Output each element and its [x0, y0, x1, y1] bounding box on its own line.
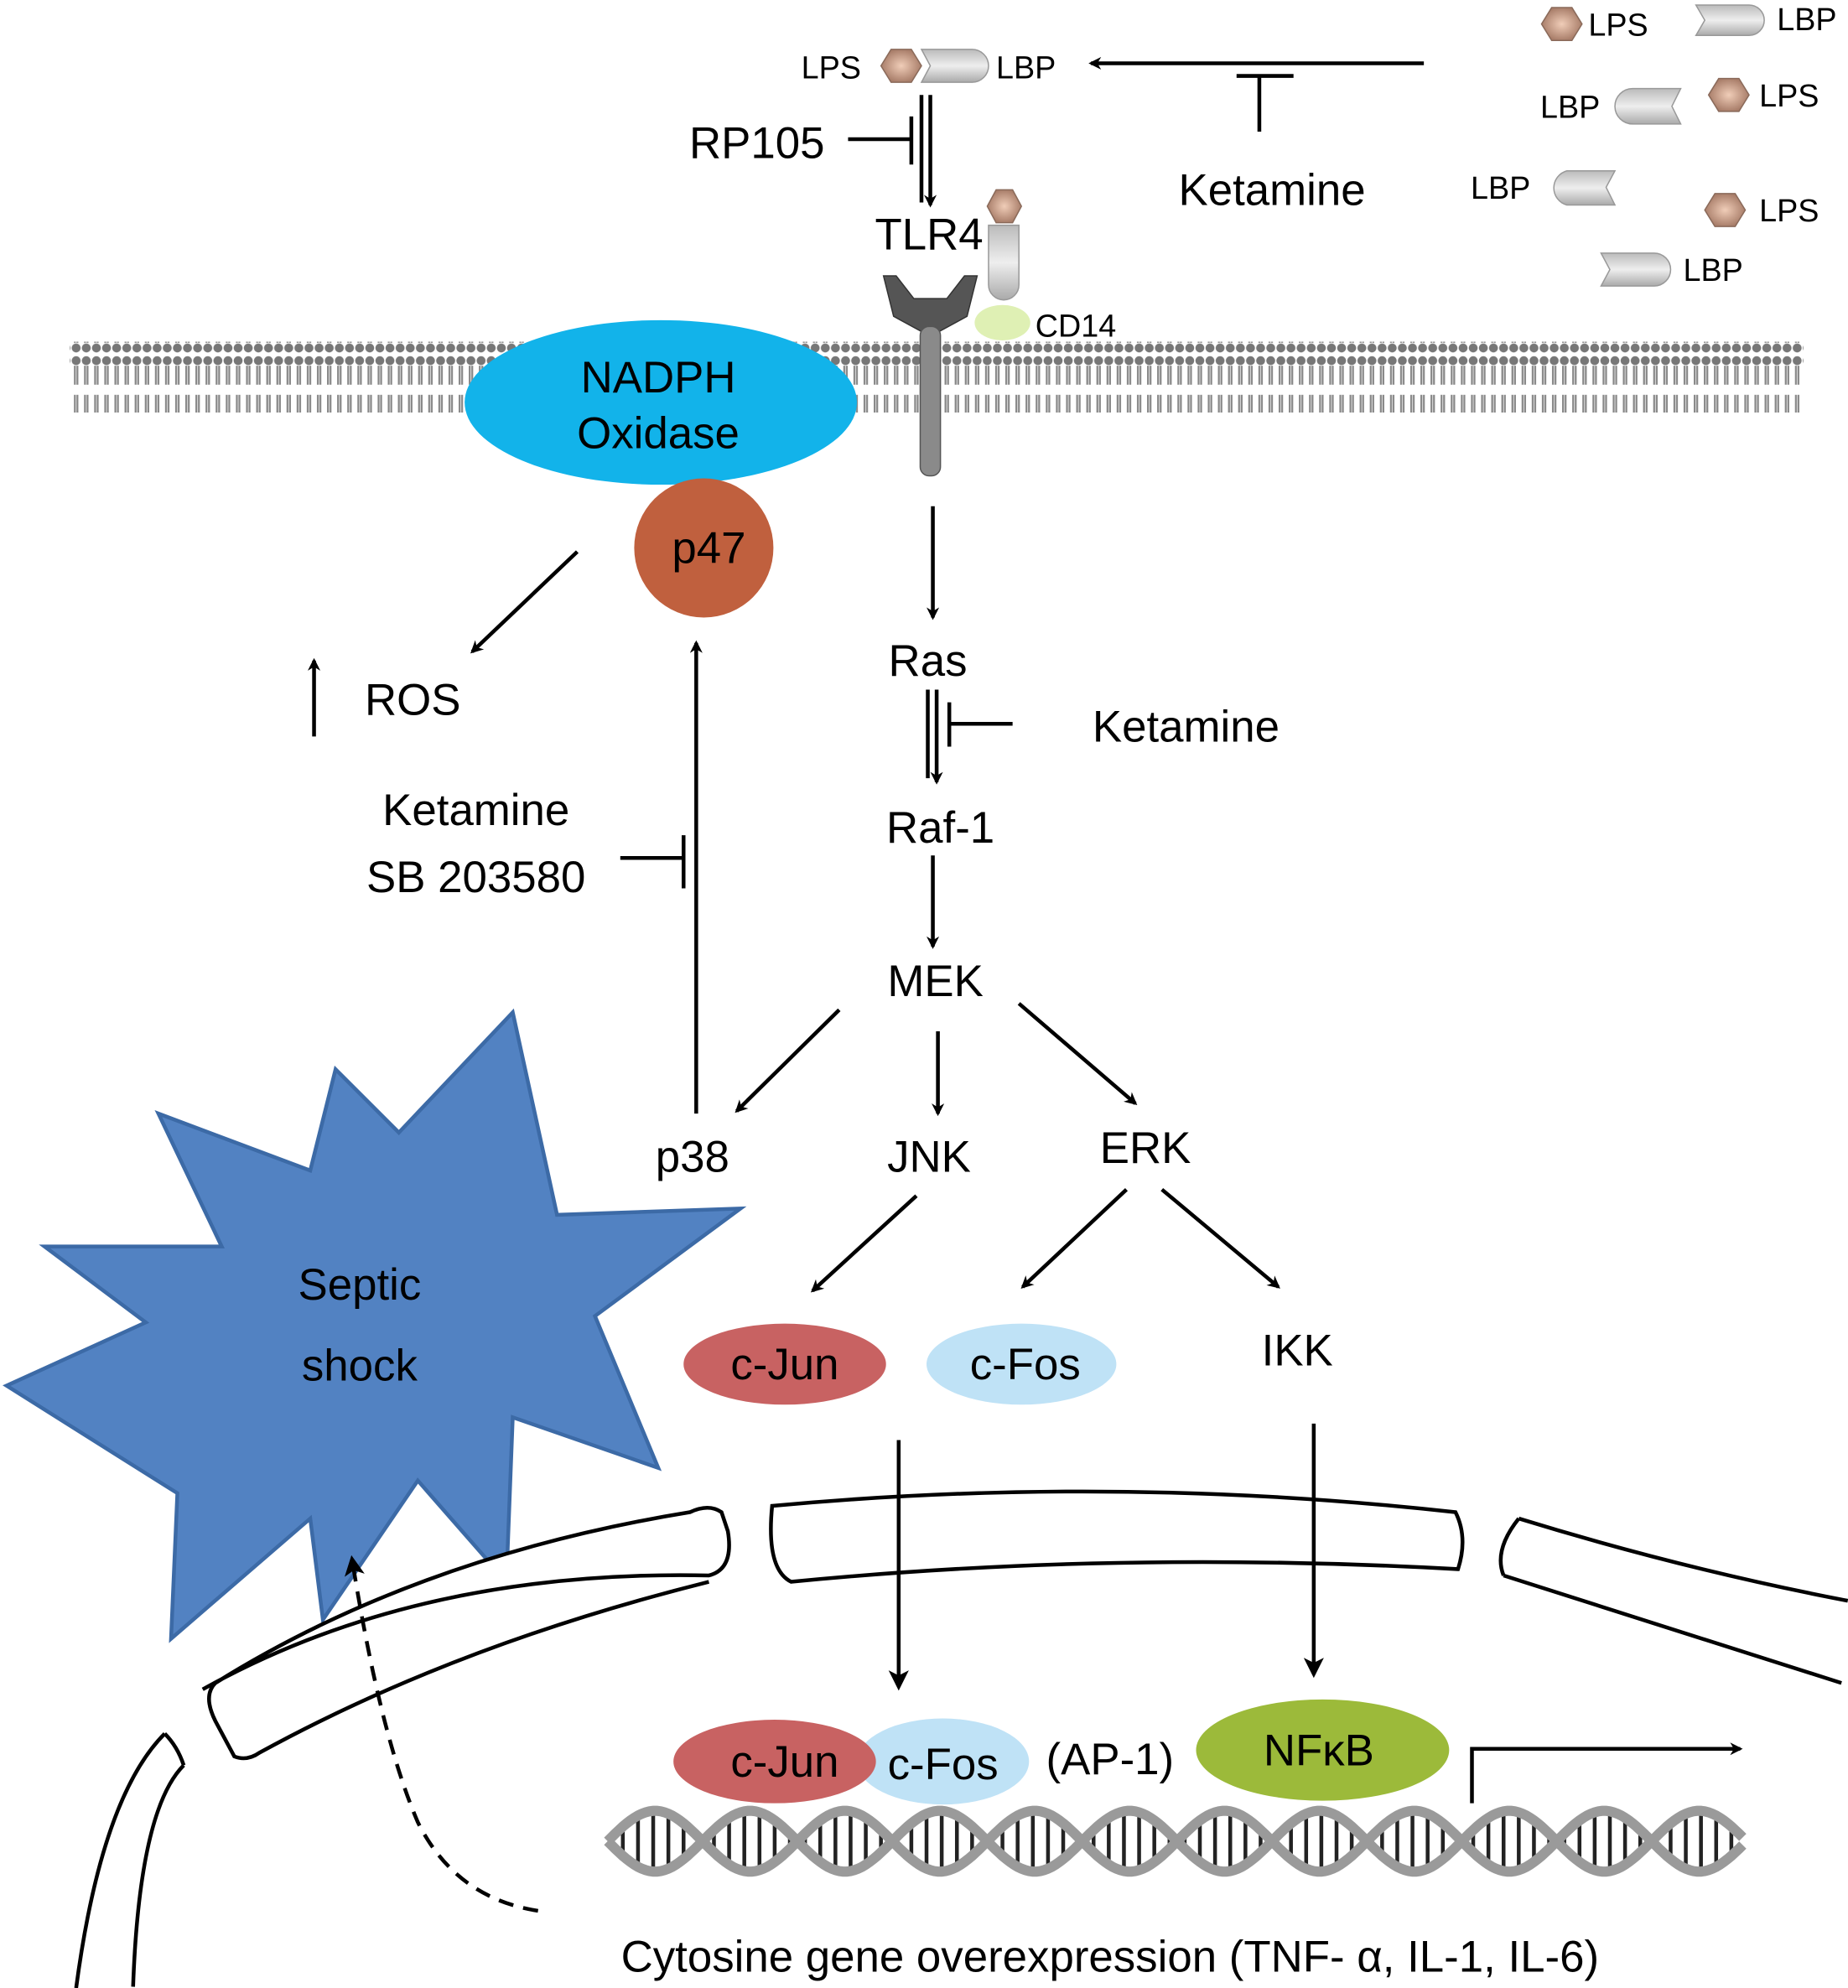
cd14-label: CD14	[1036, 308, 1116, 343]
cjun-label: c-Jun	[730, 1340, 838, 1389]
cjun-node	[683, 1323, 886, 1405]
jnk-label: JNK	[887, 1133, 971, 1182]
ketamine-label-ras: Ketamine	[1093, 702, 1280, 751]
erk-to-ikk-arrow	[1160, 1187, 1280, 1289]
lps-icon	[1540, 7, 1583, 42]
mek-to-erk-arrow	[1017, 1002, 1138, 1106]
cjun-nuclear-label: c-Jun	[730, 1737, 838, 1787]
nadph-label: NADPH	[581, 353, 736, 402]
lps-icon	[1707, 77, 1750, 112]
lbp-label: LBP	[1471, 170, 1530, 205]
cfos-nuclear-label: c-Fos	[888, 1740, 999, 1789]
lps-icon	[1704, 193, 1747, 227]
lps-label: LPS	[1588, 7, 1648, 42]
lbp-label: LBP	[1540, 89, 1600, 124]
lbp-icon	[920, 49, 989, 83]
p38-label: p38	[656, 1133, 729, 1182]
ikk-label: IKK	[1262, 1326, 1333, 1375]
p47-label: p47	[672, 524, 745, 574]
lbp-label: LBP	[996, 50, 1056, 86]
erk-to-cfos-arrow	[1020, 1188, 1129, 1289]
p47-node	[634, 478, 774, 618]
septic-label: Septic	[298, 1260, 421, 1310]
ap1-label: (AP-1)	[1046, 1735, 1175, 1784]
cd14-molecule	[974, 304, 1030, 340]
lbp-icon	[988, 224, 1020, 301]
dna-strand	[604, 1805, 1747, 1877]
lbp-icon	[1695, 4, 1765, 37]
ketamine-label-p38: Ketamine	[382, 786, 569, 835]
nadph-oxidase	[465, 319, 858, 485]
lbp-label: LBP	[1684, 252, 1743, 288]
lps-label: LPS	[1759, 193, 1819, 228]
cfos-nuclear-node	[857, 1718, 1030, 1805]
ras-label: Ras	[889, 636, 968, 686]
cfos-node	[927, 1323, 1117, 1405]
tlr4-label: TLR4	[875, 210, 983, 259]
shock-label: shock	[302, 1342, 418, 1391]
nuclear-envelope	[74, 1489, 1848, 1988]
lps-icon	[880, 49, 922, 83]
oxidase-label: Oxidase	[577, 408, 740, 458]
lps-lbp-complex: LPS LBP	[802, 49, 1056, 86]
lps-icon	[986, 189, 1023, 224]
lbp-icon	[1553, 169, 1617, 206]
cjun-nuclear-node	[673, 1720, 876, 1804]
ros-label: ROS	[365, 676, 460, 725]
tlr4-receptor	[882, 275, 979, 477]
erk-label: ERK	[1100, 1124, 1191, 1173]
cytokine-to-septic-dashed-arrow	[344, 1555, 539, 1913]
cfos-label: c-Fos	[970, 1340, 1081, 1389]
sb203580-label: SB 203580	[366, 853, 585, 902]
mek-label: MEK	[887, 957, 983, 1006]
septic-shock-star	[3, 1008, 747, 1643]
free-lps-lbp-cluster: LPS LBP LBP LPS LBP LPS LBP	[1471, 2, 1837, 288]
lps-label: LPS	[802, 50, 861, 86]
lbp-icon	[1600, 252, 1672, 287]
ros-arrow	[470, 550, 579, 654]
lbp-icon	[1614, 87, 1682, 125]
raf1-label: Raf-1	[886, 803, 994, 853]
rp105-label: RP105	[689, 119, 824, 169]
lbp-label: LBP	[1777, 2, 1836, 37]
dna-helix	[604, 1805, 1747, 1877]
transcription-arrow	[1470, 1742, 1743, 1804]
jnk-to-cjun-arrow	[810, 1194, 918, 1293]
nfkb-label: NFκB	[1264, 1726, 1374, 1775]
lps-label: LPS	[1759, 78, 1819, 113]
gene-overexpression-caption: Cytosine gene overexpression (TNF- α, IL…	[621, 1932, 1599, 1981]
ketamine-label-top: Ketamine	[1178, 165, 1365, 215]
nfkb-node	[1196, 1699, 1450, 1801]
mek-to-p38-arrow	[735, 1008, 841, 1113]
